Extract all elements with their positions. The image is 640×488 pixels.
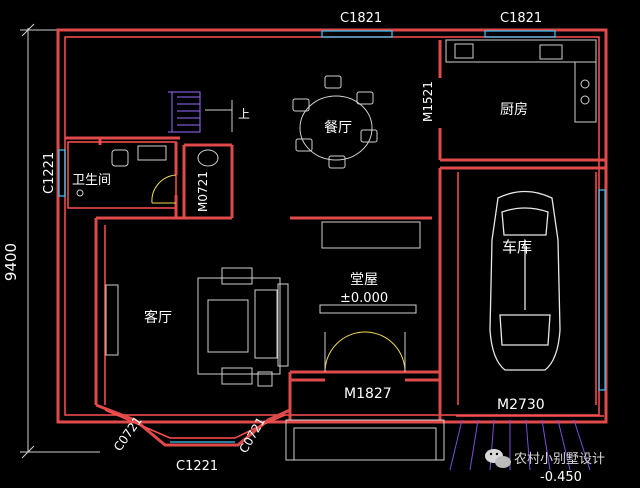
door-bath-label: M0721 (196, 171, 210, 212)
room-bath-label: 卫生间 (72, 173, 111, 188)
staircase (168, 91, 233, 133)
window-left-label: C1221 (42, 152, 57, 194)
room-garage-label: 车库 (502, 238, 532, 256)
kitchen-fixtures (445, 39, 597, 123)
room-hall-elevation: ±0.000 (340, 291, 388, 306)
window-top-right-label: C1821 (500, 11, 542, 26)
interior-walls (65, 40, 605, 420)
room-dining-label: 餐厅 (324, 120, 352, 136)
main-door (324, 331, 406, 373)
dimension-line (20, 23, 100, 459)
overall-dimension-label: 9400 (2, 243, 20, 281)
door-kitchen-label: M1521 (421, 81, 435, 122)
dining-set (292, 75, 378, 169)
window-bottom-label: C1221 (176, 459, 218, 474)
door-garage-label: M2730 (497, 397, 545, 413)
windows (58, 30, 606, 391)
watermark-text: 农村小别墅设计 (514, 452, 605, 467)
hall-table (319, 221, 421, 314)
car-icon (489, 190, 561, 371)
wechat-icon (485, 449, 511, 468)
room-hall-label: 堂屋 (350, 272, 378, 288)
watermark: 农村小别墅设计 (485, 449, 605, 468)
bathroom-fixtures (76, 145, 219, 204)
entrance-steps (285, 415, 604, 471)
door-main-label: M1827 (344, 386, 392, 402)
exterior-walls (56, 28, 608, 424)
room-kitchen-label: 厨房 (500, 102, 528, 118)
stair-up-label: 上 (238, 107, 250, 121)
outside-elevation-label: -0.450 (540, 470, 582, 485)
bay-window (95, 403, 291, 447)
window-top-left-label: C1821 (340, 11, 382, 26)
room-living-label: 客厅 (144, 309, 172, 326)
living-furniture (105, 267, 289, 387)
